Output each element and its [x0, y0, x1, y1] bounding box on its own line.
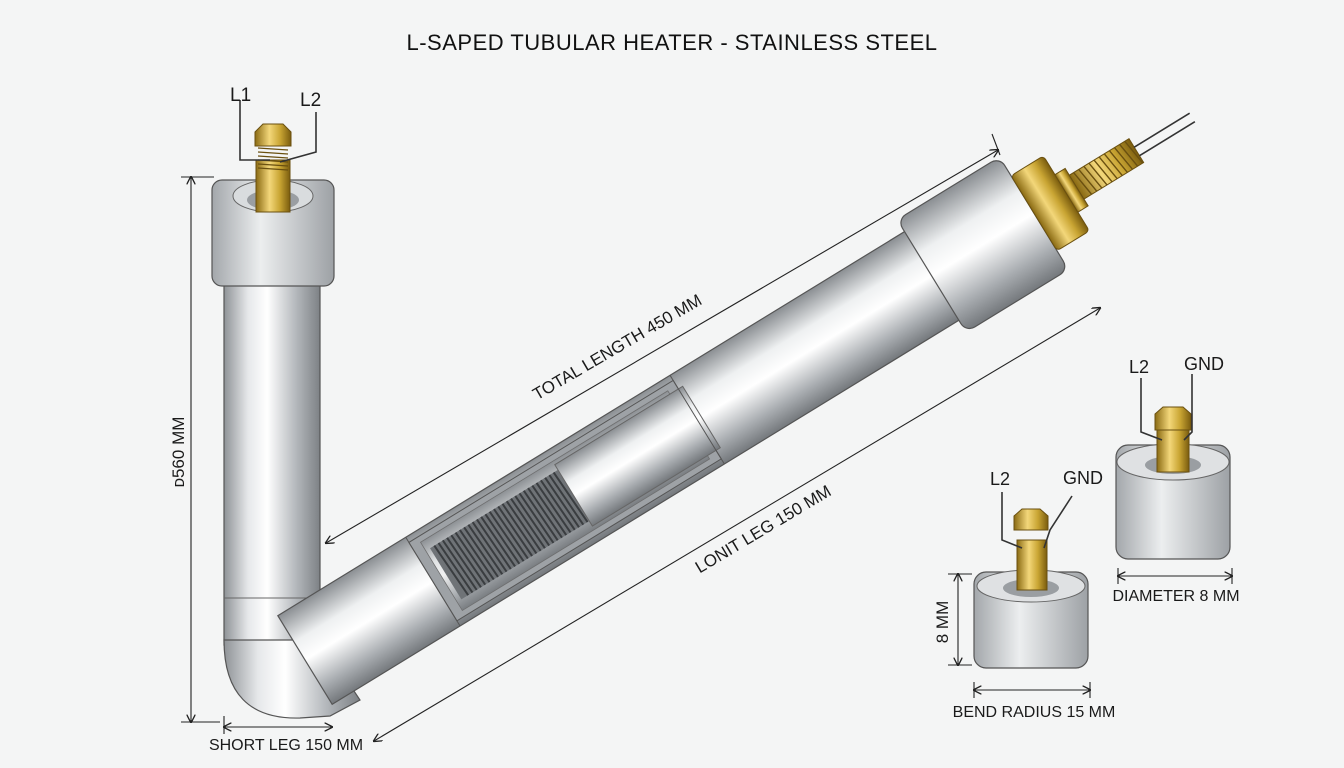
detail-fitting-left: L2 GND 8 MM BEND RADIUS 15 MM — [933, 468, 1115, 721]
top-terminal: L1 L2 — [211, 85, 335, 287]
short-leg-label: SHORT LEG 150 MM — [209, 737, 363, 754]
bend-radius-label: BEND RADIUS 15 MM — [953, 704, 1116, 721]
terminal-label-l1: L1 — [230, 85, 251, 106]
detail-left-l2-label: L2 — [990, 469, 1010, 489]
detail-right-gnd-label: GND — [1184, 354, 1224, 374]
detail-right-l2-label: L2 — [1129, 357, 1149, 377]
detail-height-label: 8 MM — [933, 601, 952, 644]
terminal-label-l2: L2 — [300, 90, 321, 111]
detail-fitting-right: L2 GND DIAMETER 8 MM — [1112, 354, 1239, 605]
diagram-title: L-SAPED TUBULAR HEATER - STAINLESS STEEL — [406, 30, 938, 55]
height-dimension-label: ᴅ560 MM — [169, 417, 188, 488]
detail-left-gnd-label: GND — [1063, 468, 1103, 488]
long-leg-label: LONIT LEG 150 MM — [692, 482, 835, 578]
diameter-label: DIAMETER 8 MM — [1112, 588, 1239, 605]
